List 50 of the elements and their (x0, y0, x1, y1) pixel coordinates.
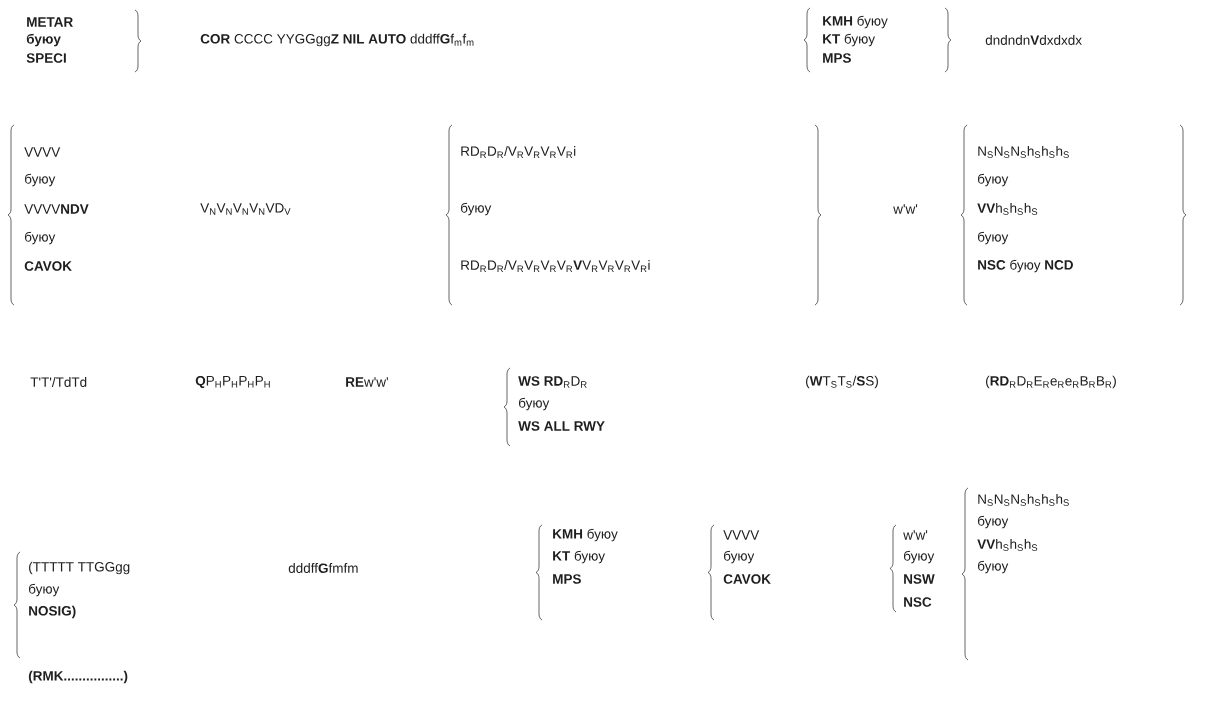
code-text: MPS (823, 53, 851, 63)
code-text: VVVV (723, 530, 760, 540)
code-text: NSW (904, 574, 935, 584)
code-text: (TTTTT TTGGgg (29, 561, 130, 575)
code-text: METAR (27, 17, 73, 27)
code-text: буюу (978, 560, 1009, 574)
code-text: T'T'/TdTd (30, 377, 87, 387)
code-text: NOSIG) (29, 605, 76, 619)
code-text: SPECI (26, 53, 66, 63)
code-text: (RD$_{R}$D$_{R}$E$_{R}$e$_{R}$e$_{R}$B$_{R}$B$_{R}$) (986, 375, 1116, 389)
code-text: QP$_{H}$P$_{H}$P$_{H}$P$_{H}$ (195, 375, 270, 389)
code-text: буюу (724, 550, 755, 564)
code-text: N$_{S}$N$_{S}$N$_{S}$h$_{S}$h$_{S}$h$_{S}$ (978, 493, 1069, 506)
code-text: буюу (461, 202, 492, 216)
code-text: буюу (978, 173, 1009, 187)
code-text: буюу (978, 515, 1009, 529)
code-text: буюу (26, 33, 61, 47)
code-text: NSC (904, 597, 932, 607)
code-text: dndndnVdxdxdx (985, 35, 1082, 45)
code-text: NSC буюу NCD (978, 259, 1073, 273)
code-text: буюу (25, 231, 56, 245)
code-text: буюу (29, 583, 60, 597)
code-text: WS ALL RWY (518, 421, 605, 431)
code-text: V$_{N}$V$_{N}$V$_{N}$V$_{N}$VD$_{V}$ (200, 203, 291, 215)
code-text: REw'w' (346, 377, 388, 387)
code-text: KMH буюу (823, 15, 888, 29)
code-text: VVVV (24, 147, 61, 157)
code-text: KT буюу (823, 33, 875, 47)
code-text: (RMK................) (28, 670, 128, 684)
code-text: CAVOK (723, 574, 771, 584)
code-text: dddffGfmfm (288, 563, 358, 573)
code-text: KT буюу (553, 550, 605, 564)
code-text: MPS (553, 574, 581, 584)
code-text: VVh$_{S}$h$_{S}$h$_{S}$ (977, 203, 1038, 215)
code-text: WS RD$_{R}$D$_{R}$ (518, 376, 587, 388)
code-text: VVVVNDV (24, 204, 89, 214)
code-text: w'w' (903, 530, 928, 540)
code-text: (WT$_{S}$T$_{S}$/SS) (806, 375, 878, 389)
code-text: RD$_{R}$D$_{R}$/V$_{R}$V$_{R}$V$_{R}$V$_{R}$VV$_{R}$V$_{R}$V$_{R}$V$_{R}$i (461, 260, 650, 272)
code-text: N$_{S}$N$_{S}$N$_{S}$h$_{S}$h$_{S}$h$_{S}$ (978, 146, 1069, 158)
code-text: буюу (519, 397, 550, 411)
code-text: CAVOK (24, 261, 72, 271)
code-text: RD$_{R}$D$_{R}$/V$_{R}$V$_{R}$V$_{R}$V$_{R}$i (461, 146, 576, 158)
code-text: w'w' (893, 204, 918, 214)
code-text: буюу (25, 173, 56, 187)
code-text: KMH буюу (553, 528, 618, 542)
code-text: буюу (978, 231, 1009, 245)
code-text: VVh$_{S}$h$_{S}$h$_{S}$ (977, 538, 1038, 551)
code-text: буюу (904, 550, 935, 564)
code-text: COR CCCC YYGGggZ NIL AUTO dddffGf$_{m}$f$_{m}$ (200, 33, 474, 47)
